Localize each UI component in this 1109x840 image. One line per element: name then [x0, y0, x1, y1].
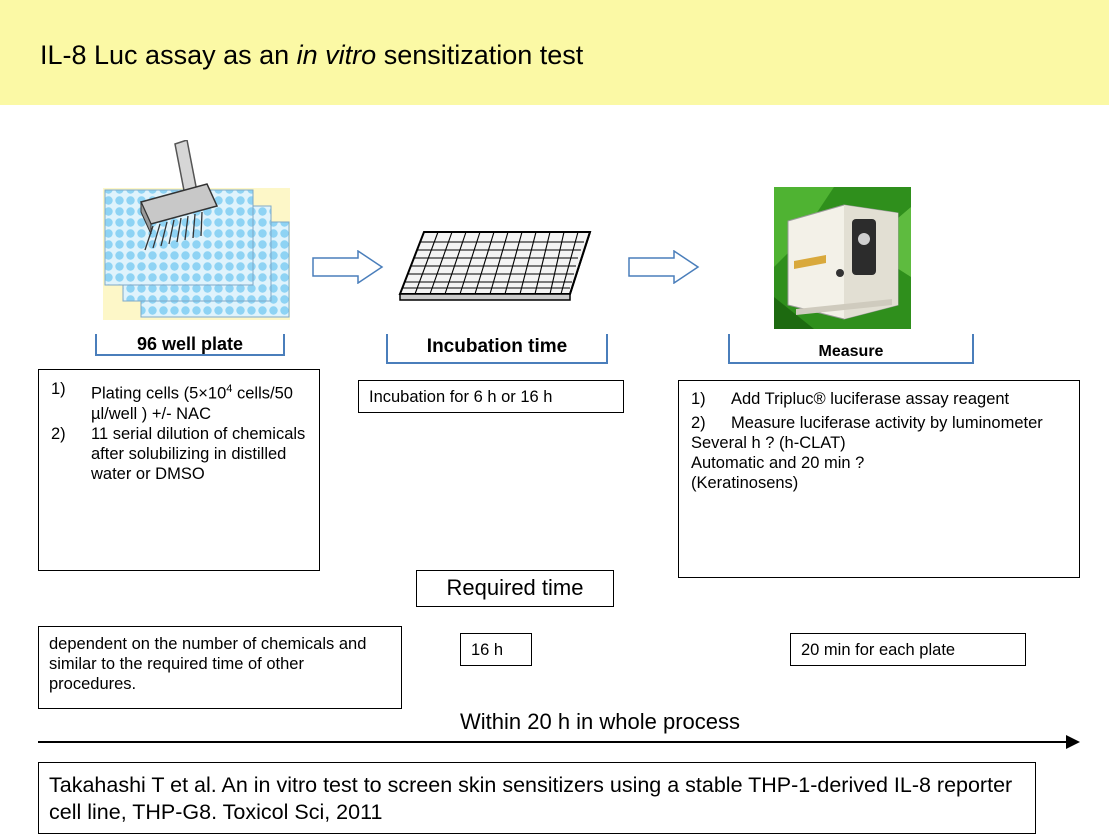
incubation-bracket	[386, 334, 608, 364]
whole-process-label: Within 20 h in whole process	[460, 709, 741, 734]
plate-step-label: 96 well plate	[136, 334, 244, 354]
measure-step-item: 2)Measure luciferase activity by luminom…	[691, 414, 1043, 432]
incubation-tray-icon	[398, 231, 592, 301]
incubation-step-label: Incubation time	[426, 336, 568, 357]
measure-bracket	[728, 334, 974, 364]
incubation-details-box: Incubation for 6 h or 16 h	[358, 380, 624, 413]
arrow-right-1	[312, 250, 384, 284]
well-plate-stack-icon	[103, 140, 290, 320]
measure-step-label: Measure	[818, 343, 884, 360]
arrow-right-2	[628, 250, 700, 284]
plate-bracket	[95, 334, 285, 356]
measure-step-item: 1)Add Tripluc® luciferase assay reagent	[691, 390, 1010, 408]
title-bar	[0, 0, 1109, 105]
plate-step-item: 2)11 serial dilution of chemicals after …	[51, 424, 306, 483]
required-time-label: Required time	[416, 570, 614, 607]
plate-time-box: dependent on the number of chemicals and…	[38, 626, 402, 709]
incubation-time-box: 16 h	[460, 633, 532, 666]
multichannel-pipette-icon	[139, 140, 219, 251]
measure-note: Automatic and 20 min ? (Keratinosens)	[691, 454, 865, 492]
measure-note: Several h ? (h-CLAT)	[691, 434, 846, 452]
plate-details-box: 1)Plating cells (5×104 cells/50 µl/well …	[38, 369, 320, 571]
measure-details-box: 1)Add Tripluc® luciferase assay reagent …	[678, 380, 1080, 578]
timeline-arrow	[38, 735, 1080, 749]
plate-step-item: 1)Plating cells (5×104 cells/50 µl/well …	[51, 380, 293, 423]
citation-box: Takahashi T et al. An in vitro test to s…	[38, 762, 1036, 834]
slide-title: IL-8 Luc assay as an in vitro sensitizat…	[40, 40, 584, 70]
luminometer-icon	[774, 187, 911, 329]
measure-time-box: 20 min for each plate	[790, 633, 1026, 666]
